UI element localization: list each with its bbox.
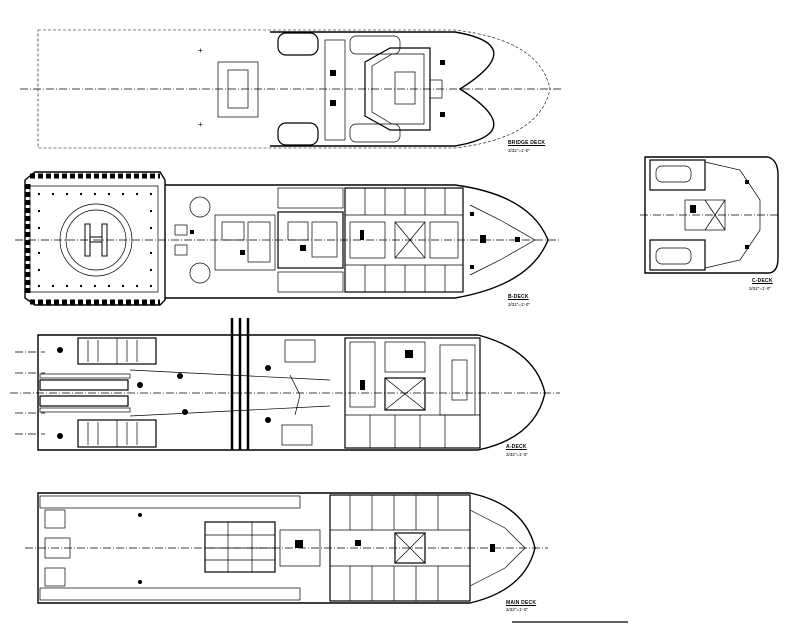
helipad-perimeter-net xyxy=(25,173,160,305)
svg-text:+: + xyxy=(198,120,203,129)
b-deck-plan xyxy=(15,171,560,306)
a-deck-plan xyxy=(10,318,560,451)
b-deck-scale: 3/32"=1'-0" xyxy=(508,302,530,307)
helipad-lights xyxy=(38,193,152,287)
bridge-deck-label: BRIDGE DECK xyxy=(508,140,546,146)
c-deck-label: C-DECK xyxy=(752,278,773,284)
c-deck-scale: 3/32"=1'-0" xyxy=(749,286,771,291)
b-deck-label: B-DECK xyxy=(508,294,529,300)
svg-text:+: + xyxy=(198,46,203,55)
main-deck-scale: 3/32"=1'-0" xyxy=(506,607,528,612)
c-deck-plan xyxy=(640,156,780,274)
main-deck-plan xyxy=(25,492,548,604)
a-deck-scale: 3/32"=1'-0" xyxy=(506,452,528,457)
bridge-deck-plan: ++ xyxy=(20,29,562,149)
main-deck-label: MAIN DECK xyxy=(506,600,537,606)
bridge-deck-scale: 3/32"=1'-0" xyxy=(508,148,530,153)
a-deck-label: A-DECK xyxy=(506,444,527,450)
